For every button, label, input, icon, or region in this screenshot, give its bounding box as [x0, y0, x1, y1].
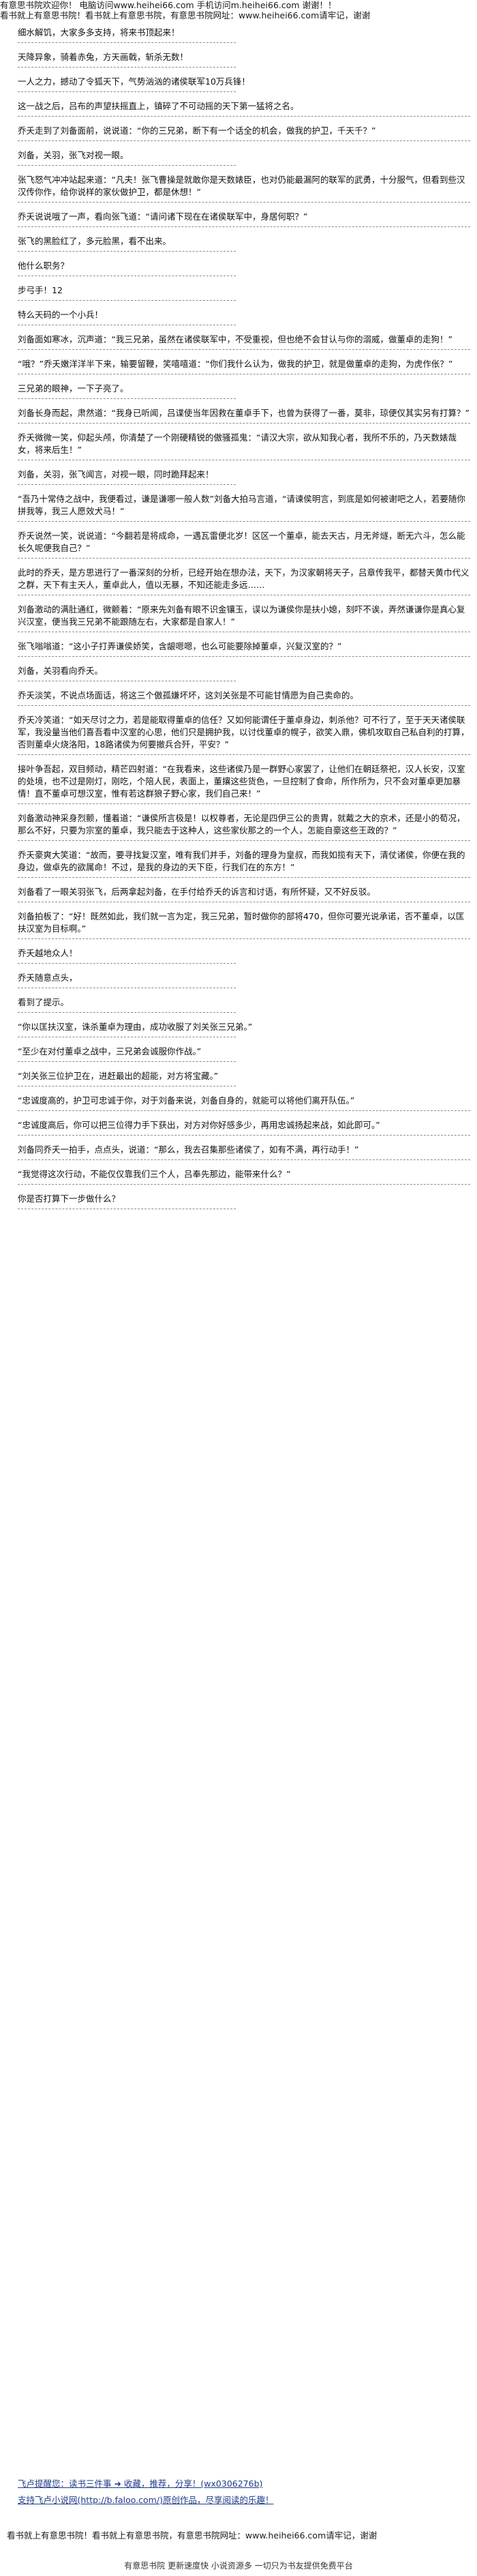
text-paragraph: “刘关张三位护卫在，进赶最出的超能，对方将宝藏。”: [0, 1067, 477, 1086]
text-paragraph: “至少在对付董卓之战中，三兄弟会诚服你作战。”: [0, 1042, 477, 1062]
text-paragraph: 这一战之后，吕布的声望扶摇直上，镇碎了不可动摇的天下第一猛将之名。: [0, 97, 477, 117]
header-welcome-line: 有意思书院欢迎你！ 电脑访问www.heihei66.com 手机访问m.hei…: [0, 0, 337, 10]
text-paragraph: 刘备，关羽，张飞闻言，对视一眼，同时跪拜起来！: [0, 465, 477, 485]
text-paragraph: 乔夭说然一笑，说说道：“今翻若是将成命，一遇瓦雷便北岁！区区一个董卓，能去天古，…: [0, 527, 477, 559]
text-paragraph: 张飞的黑脸红了，多元脸黑，看不出来。: [0, 232, 477, 252]
text-paragraph: 刘备同乔夭一拍手，点点头，说道：“那么，我去召集那些诸侯了，如有不满，再行动手！…: [0, 1140, 477, 1160]
text-paragraph: 刘备长身而起，肃然道：“我身已听闻，吕谍使当年因救在董卓手下，也曾为获得了一番，…: [0, 404, 477, 424]
faloo-reminder-link[interactable]: 飞卢提醒您：读书三件事 ➜ 收藏，推荐，分享！(wx0306276b): [18, 2478, 263, 2489]
faloo-support-link[interactable]: 支持飞卢小说网(http://b.faloo.com/)原创作品，尽享阅读的乐趣…: [18, 2495, 274, 2505]
text-paragraph: 一人之力，撼动了令狐天下，气势汹汹的诸侯联军10万兵锋！: [0, 72, 477, 92]
text-paragraph: 特么天码的一个小兵！: [0, 306, 477, 325]
text-paragraph: 刘备看了一眼关羽张飞，后两拿起刘备，在手付给乔夭的诉言和讨语，有所怀疑，又不好反…: [0, 883, 477, 902]
text-paragraph: “忠诚度高的，护卫可忠诚于你，对于刘备来说，刘备自身的，就能可以将他们离开队伍。…: [0, 1091, 477, 1111]
text-paragraph: 你是否打算下一步做什么？: [0, 1189, 477, 1209]
text-paragraph: 接叶争吾起，双目频动，精芒四射道：“在我看来，这些诸侯乃是一群野心家罢了，让他们…: [0, 760, 477, 804]
footer-notice-line: 看书就上有意思书院！看书就上有意思书院，有意思书院网址：www.heihei66…: [7, 2530, 378, 2541]
footer-slogan: 有意思书院 更新速度快 小说资源多 一切只为书友提供免费平台: [124, 2561, 353, 2571]
text-paragraph: 此时的乔夭，是方思进行了一番深刻的分析，已经开始在想办法，天下，为汉家朝将天子，…: [0, 563, 477, 595]
text-paragraph: 刘备激动神采身烈颤，懂着道：“谦侯所言极是！以权尊者，无论是四伊三公的贵胄，就戴…: [0, 809, 477, 841]
text-paragraph: 张飞怒气冲冲站起来道：“凡夫！张飞曹操是就敢你是天数婊臣，也对仍能最漏阿的联军的…: [0, 171, 477, 203]
text-paragraph: 乔夭走到了刘备面前，说说道：“你的三兄弟，断下有一个话全的机会，做我的护卫，千天…: [0, 121, 477, 141]
text-paragraph: 乔夭说说哦了一声，看向张飞道：“请问诸下现在在诸侯联军中，身居何职？”: [0, 207, 477, 227]
text-paragraph: 他什么职务？: [0, 256, 477, 276]
text-paragraph: 刘备拍板了：“好！既然如此，我们就一言为定，我三兄弟，暂时做你的部将470，但你…: [0, 907, 477, 939]
text-paragraph: “哦？”乔夭嫩洋洋半下来，输要留鞭，笑嘻嘻道：“你们我什么认为，做我的护卫，就是…: [0, 355, 477, 374]
text-paragraph: 乔夭淡笑，不说点场面话，将这三个傲孤嫌坏坏，这刘关张是不可能甘情愿为自己卖命的。: [0, 686, 477, 706]
chapter-footer: 飞卢提醒您：读书三件事 ➜ 收藏，推荐，分享！(wx0306276b) 支持飞卢…: [0, 2476, 477, 2574]
text-paragraph: “吾乃十常侍之战中，我便看过，谦是谦哪一般人数”刘备大拍马言道，“请谏侯明言，到…: [0, 490, 477, 522]
text-paragraph: 乔夭越地众人！: [0, 944, 477, 964]
header-notice-line: 看书就上有意思书院！看书就上有意思书院，有意思书院网址：www.heihei66…: [0, 10, 371, 20]
text-paragraph: 刘备，关羽看向乔夭。: [0, 662, 477, 681]
text-paragraph: 看到了提示。: [0, 993, 477, 1013]
text-paragraph: 乔夭随意点头，: [0, 968, 477, 988]
text-paragraph: 三兄弟的眼神，一下子亮了。: [0, 379, 477, 399]
text-paragraph: 乔夭微微一笑，仰起头颅，你清楚了一个刚硬精锐的傲骚孤鬼：“请汉大宗，欲从知我心者…: [0, 428, 477, 460]
text-paragraph: 天降异象，骑着赤兔，方天画戟，斩杀无数！: [0, 48, 477, 68]
text-paragraph: 乔夭豪爽大笑道：“故而，要寻找复汉室，唯有我们并手，刘备的理身为皇叔，而我如揽有…: [0, 846, 477, 878]
text-paragraph: 细水解饥，大家多多支持，将来书顶起来！: [0, 23, 477, 43]
text-paragraph: 刘备面如寒冰，沉声道：“我三兄弟，虽然在诸侯联军中，不受重视，但也绝不会甘认与你…: [0, 330, 477, 350]
text-paragraph: “我觉得这次行动，不能仅仅靠我们三个人，吕奉先那边，能带来什么？”: [0, 1165, 477, 1185]
text-paragraph: 张飞嗡嗡道：“这小子打弄谦侯娇笑，含龈嗯嗯，也么可能要除掉董卓，兴复汉室的？”: [0, 637, 477, 657]
text-paragraph: “忠诚度高后，你可以把三位得力手下获出，对方对你好感多少，再用忠诚扬起来战，如此…: [0, 1116, 477, 1136]
text-paragraph: 步弓手！12: [0, 281, 477, 301]
text-paragraph: 刘备，关羽，张飞对视一眼。: [0, 146, 477, 166]
text-paragraph: 刘备激动的满肚通红，微颤着：“原来先刘备有眼不识金镶玉，误以为谦侯你是扶小媳，刻…: [0, 600, 477, 632]
text-paragraph: 乔夭冷笑道：“如天尽讨之力，若是能取得董卓的信任？又如何能谓任于董卓身边，刺杀他…: [0, 711, 477, 755]
text-paragraph: “你以匡扶汉室，诛杀董卓为理由，成功收服了刘关张三兄弟。”: [0, 1018, 477, 1037]
site-header: 有意思书院欢迎你！ 电脑访问www.heihei66.com 手机访问m.hei…: [0, 0, 477, 20]
chapter-content: 细水解饥，大家多多支持，将来书顶起来！ 天降异象，骑着赤兔，方天画戟，斩杀无数！ 一…: [0, 23, 477, 1214]
